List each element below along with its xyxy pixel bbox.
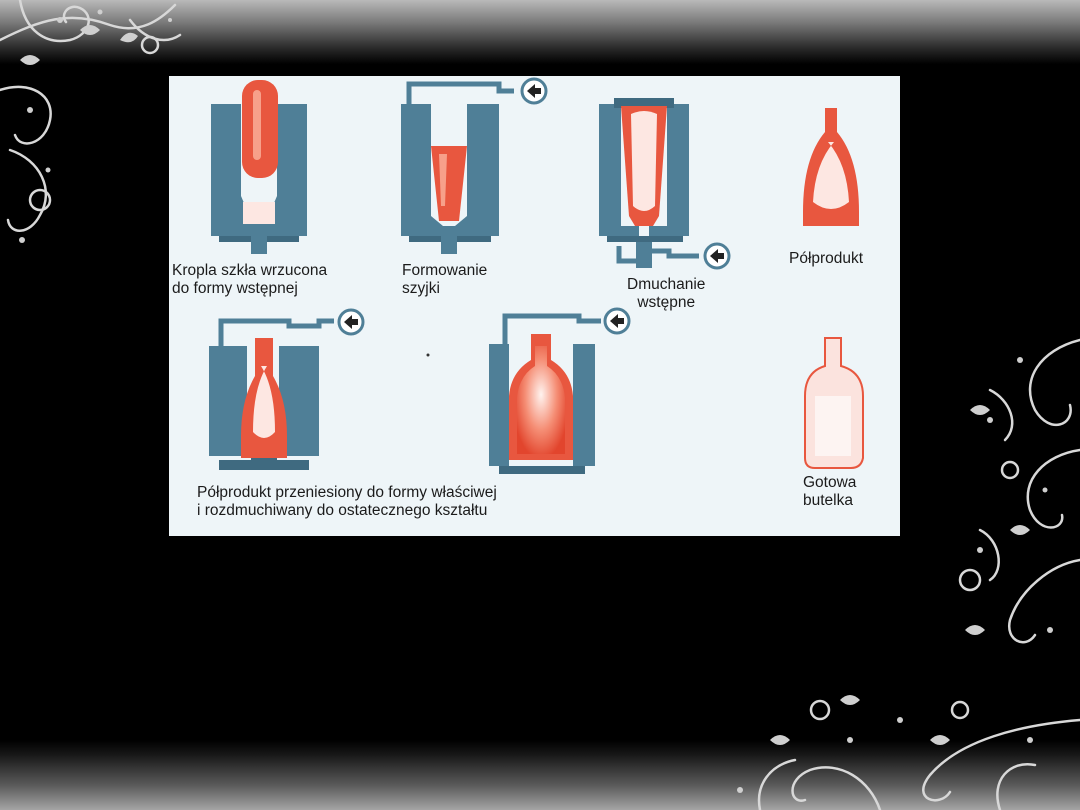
caption-transfer-line-2: i rozdmuchiwany do ostatecznego kształtu <box>197 502 488 519</box>
stage-transfer-mold <box>209 308 365 470</box>
semi-product-shape <box>803 108 859 226</box>
caption-neck-line-2: szyjki <box>402 280 440 297</box>
caption-neck-line-1: Formowanie <box>402 262 488 279</box>
right-ornament <box>958 338 1080 644</box>
stage-drop-mold <box>211 80 307 254</box>
stage-neck-forming <box>401 77 548 254</box>
caption-neck-forming: Formowanie szyjki <box>402 262 487 298</box>
caption-finished-line-1: Gotowa <box>803 474 857 491</box>
bottom-right-ornament <box>737 695 1080 810</box>
caption-finished-bottle: Gotowa butelka <box>803 474 856 510</box>
finished-bottle-shape <box>804 337 864 469</box>
bottom-gradient-band <box>0 740 1080 810</box>
caption-drop-line-1: Kropla szkła wrzucona <box>172 262 328 279</box>
caption-finished-line-2: butelka <box>803 492 853 509</box>
stage-final-blowing <box>489 307 631 474</box>
caption-preblow-line-1: Dmuchanie <box>627 276 706 293</box>
caption-transfer-line-1: Półprodukt przeniesiony do formy właściw… <box>197 484 497 501</box>
caption-drop-line-2: do formy wstępnej <box>172 280 298 297</box>
caption-drop: Kropla szkła wrzucona do formy wstępnej <box>172 262 327 298</box>
caption-preblow-line-2: wstępne <box>637 294 696 311</box>
top-left-ornament <box>0 0 182 243</box>
caption-pre-blowing: Dmuchanie wstępne <box>627 276 705 312</box>
stage-pre-blowing <box>599 98 731 270</box>
caption-transfer: Półprodukt przeniesiony do formy właściw… <box>197 484 497 520</box>
caption-semi-product: Półprodukt <box>789 250 863 268</box>
caption-semi-line-1: Półprodukt <box>789 250 864 267</box>
top-gradient-band <box>0 0 1080 64</box>
bottle-forming-diagram: Kropla szkła wrzucona do formy wstępnej … <box>169 76 900 536</box>
diagram-illustration <box>209 77 864 474</box>
